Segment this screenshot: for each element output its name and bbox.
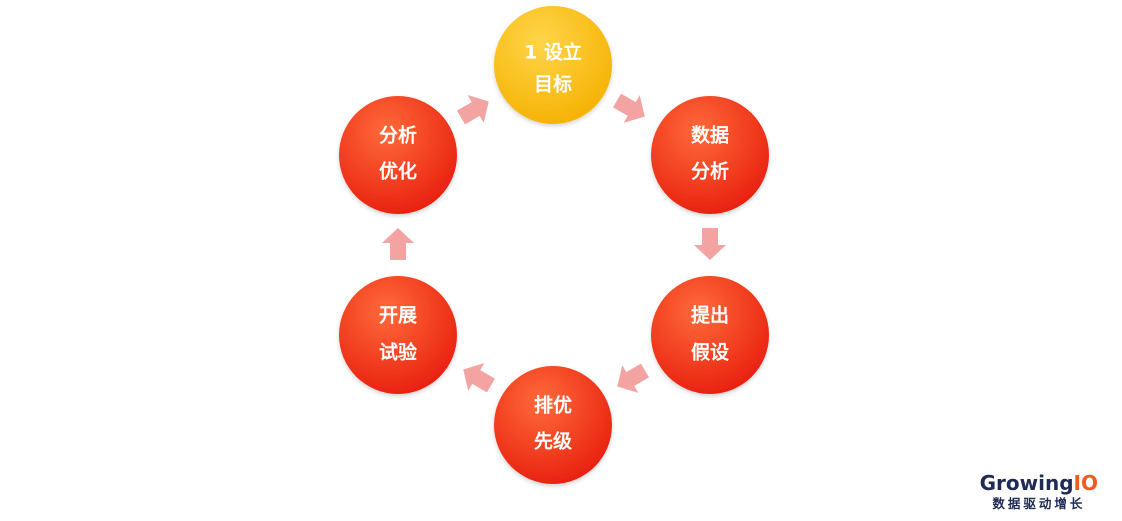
arrow-experiment-to-anal bbox=[382, 228, 414, 260]
logo-brand-io: IO bbox=[1073, 471, 1098, 495]
node-propose-hypothesis: 提出 假设 bbox=[651, 276, 769, 394]
arrows-layer bbox=[382, 93, 726, 393]
node-data-analysis: 数据 分析 bbox=[651, 96, 769, 214]
node-analyze-optimize: 分析 优化 bbox=[339, 96, 457, 214]
node-label-run-experiment-line1: 开展 bbox=[379, 305, 417, 327]
arrow-prior-to-experiment bbox=[463, 363, 495, 393]
arrow-data-to-hypothesis bbox=[694, 228, 726, 260]
node-circle-propose-hypothesis bbox=[651, 276, 769, 394]
node-circle-prioritize bbox=[494, 366, 612, 484]
logo-tagline: 数据驱动增长 bbox=[992, 496, 1086, 511]
node-set-goal: 1 设立 目标 bbox=[494, 6, 612, 124]
node-label-set-goal-line1: 1 设立 bbox=[524, 41, 582, 64]
node-label-prioritize-line1: 排优 bbox=[534, 394, 572, 417]
node-label-set-goal-line2: 目标 bbox=[534, 74, 572, 96]
node-label-run-experiment-line2: 试验 bbox=[379, 341, 418, 364]
node-circle-run-experiment bbox=[339, 276, 457, 394]
node-label-propose-hypothesis-line2: 假设 bbox=[691, 341, 729, 364]
node-label-data-analysis-line2: 分析 bbox=[691, 160, 729, 183]
node-circle-set-goal bbox=[494, 6, 612, 124]
node-label-propose-hypothesis-line1: 提出 bbox=[691, 304, 729, 327]
growingio-logo: GrowingIO 数据驱动增长 bbox=[980, 471, 1098, 513]
node-run-experiment: 开展 试验 bbox=[339, 276, 457, 394]
node-circle-data-analysis bbox=[651, 96, 769, 214]
node-label-analyze-optimize-line2: 优化 bbox=[379, 160, 417, 183]
arrow-anal-to-goal bbox=[457, 95, 489, 125]
node-circle-analyze-optimize bbox=[339, 96, 457, 214]
arrow-hypothesis-to-prior bbox=[617, 363, 649, 393]
nodes-layer: 1 设立 目标 数据 分析 提出 假设 排优 先级 开展 试验 分析 优化 bbox=[339, 6, 769, 484]
logo-brand-main: Growing bbox=[979, 471, 1074, 495]
node-label-analyze-optimize-line1: 分析 bbox=[379, 124, 417, 147]
node-label-prioritize-line2: 先级 bbox=[534, 430, 572, 453]
logo-wordmark: GrowingIO bbox=[980, 471, 1098, 495]
node-prioritize: 排优 先级 bbox=[494, 366, 612, 484]
node-label-data-analysis-line1: 数据 bbox=[691, 124, 729, 147]
arrow-goal-to-data bbox=[613, 93, 645, 123]
